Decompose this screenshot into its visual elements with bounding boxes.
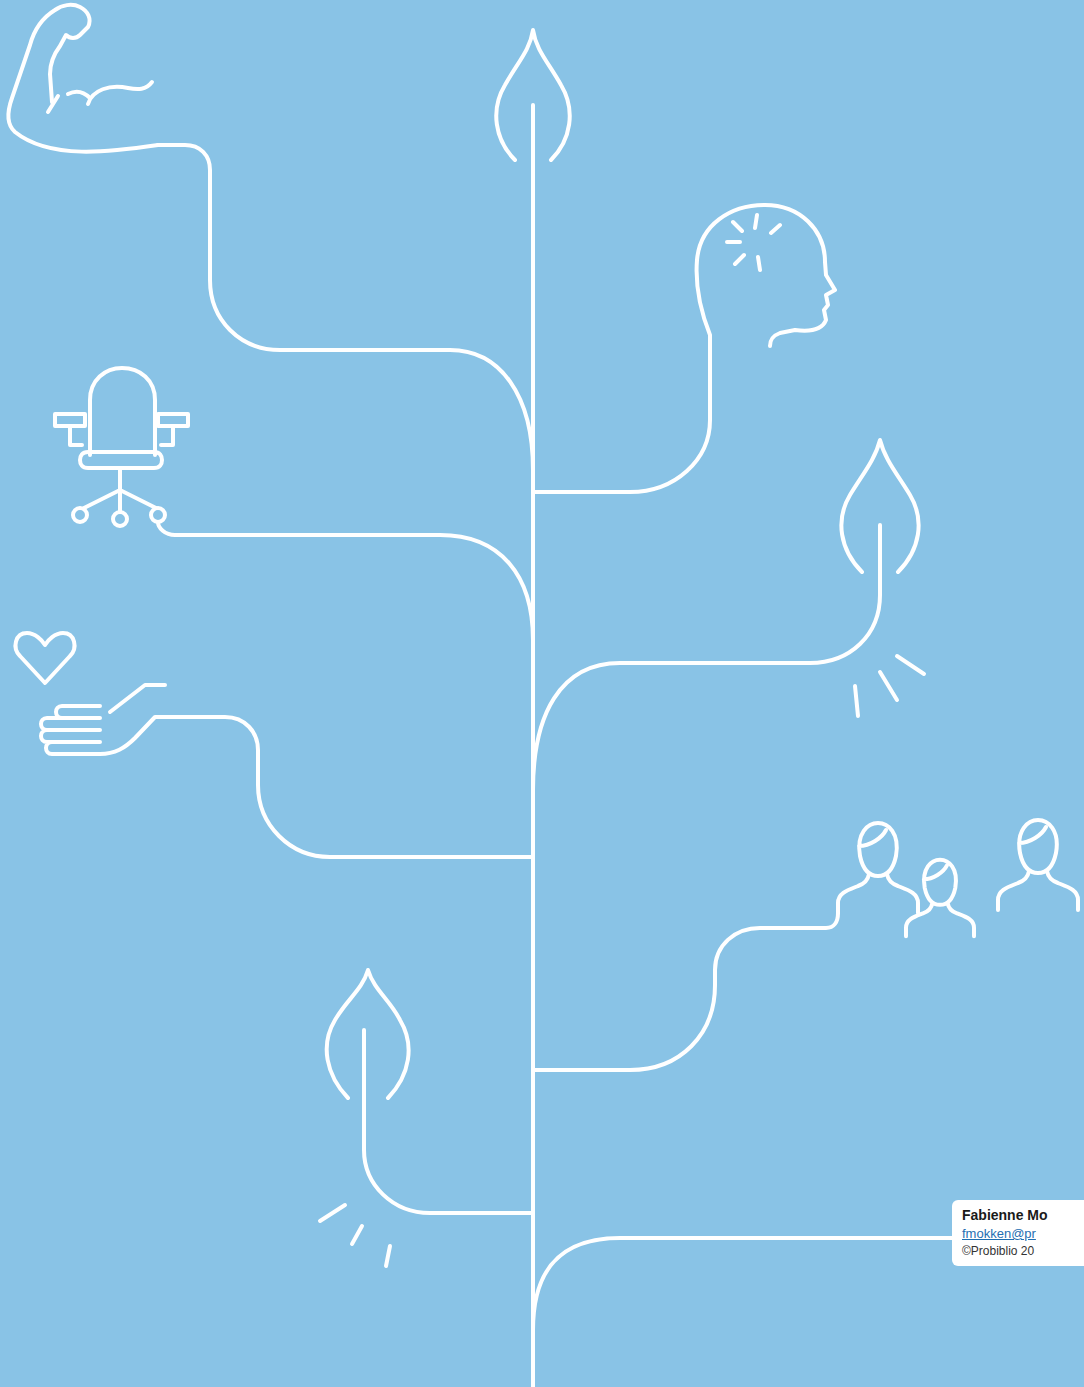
branch-box [533,1238,952,1330]
copyright-note: ©Probiblio 20 [962,1243,1084,1260]
ray-lines [855,656,924,716]
hand-icon [110,685,165,712]
heart-icon [16,633,75,683]
chair-wheel [73,508,87,522]
arm-icon [48,96,58,112]
contact-box: Fabienne Mofmokken@pr©Probiblio 20 [952,1200,1084,1266]
head-icon [697,205,835,355]
branch-leaf [364,1030,533,1213]
chair-icon [90,368,155,455]
leaf-icon [327,970,409,1098]
person-icon [998,820,1078,910]
chair-wheel [151,508,165,522]
leaf-icon [841,440,918,572]
tree-lines [8,5,1078,1387]
chair-icon [80,452,162,468]
branch-head [533,355,710,492]
hand-icon [41,706,180,754]
branch-arm [158,145,533,470]
arm-icon [8,5,158,152]
chair-wheel [113,512,127,526]
branch-chair [158,522,533,640]
branch-hand [180,717,533,857]
arm-icon [88,82,152,104]
person-outline [998,820,1078,910]
branch-leaf [533,525,880,790]
email-link: fmokken@pr [962,1225,1084,1243]
person-icon [838,823,918,913]
person-outline [906,860,974,937]
person-icon [906,860,974,937]
person-outline [838,823,918,913]
tree-trunk [531,105,535,1387]
arm-icon [68,92,90,98]
chair-icon [84,468,156,512]
chair-icon [55,414,188,445]
ray-lines [320,1205,390,1266]
author-name: Fabienne Mo [962,1206,1084,1225]
branch-people [533,913,838,1070]
spark-lines [727,215,780,270]
leaf-top [496,30,569,160]
